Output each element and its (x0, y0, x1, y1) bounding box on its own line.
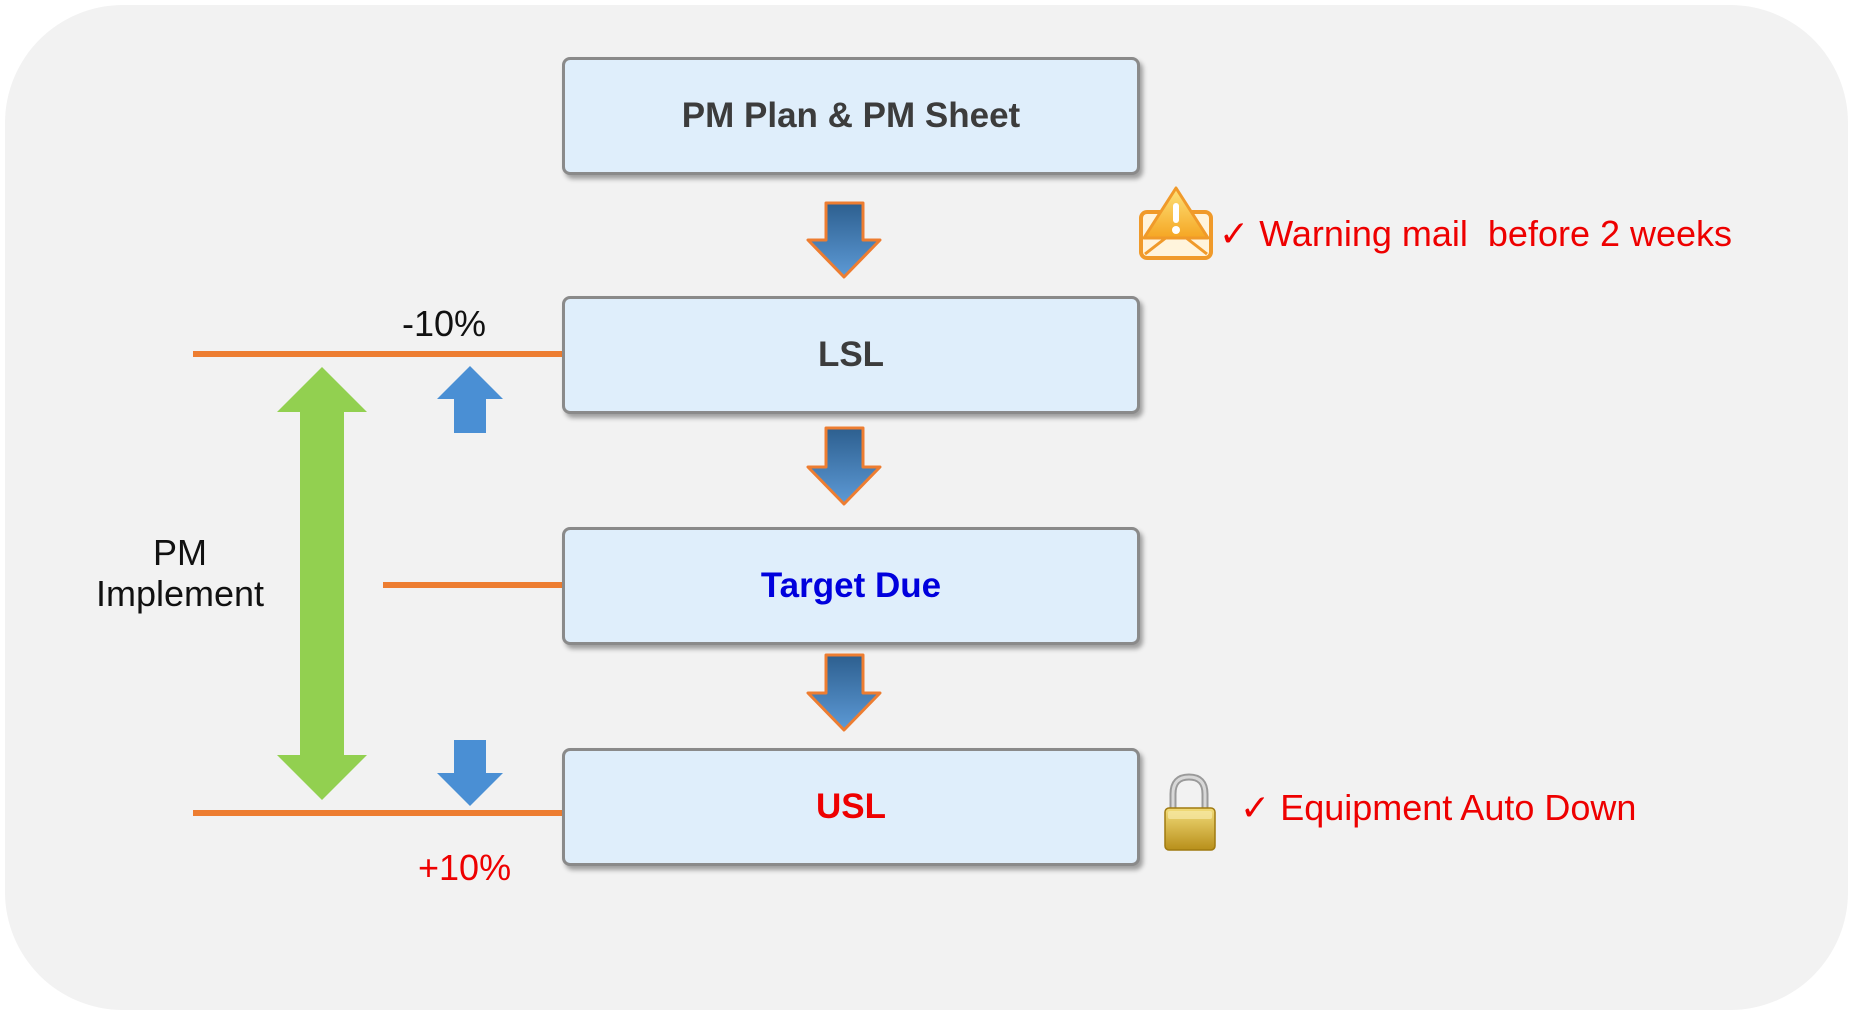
flow-arrow-3 (806, 653, 882, 732)
warning-note: ✓ Warning mail before 2 weeks (1219, 213, 1732, 254)
flow-arrow-2 (806, 426, 882, 506)
pm-implement-line1: PM (153, 532, 207, 573)
pm-plan-box: PM Plan & PM Sheet (562, 57, 1140, 175)
usl-label: USL (816, 787, 886, 826)
auto-down-note: ✓ Equipment Auto Down (1240, 787, 1636, 828)
pm-implement-double-arrow (277, 367, 367, 800)
warning-check-mark: ✓ (1219, 213, 1250, 254)
warning-note-text: Warning mail before 2 weeks (1259, 213, 1733, 254)
small-down-arrow (437, 740, 503, 806)
flow-arrow-1 (806, 201, 882, 279)
usl-box: USL (562, 748, 1140, 866)
pm-implement-line2: Implement (95, 573, 265, 615)
lsl-box: LSL (562, 296, 1140, 414)
pm-implement-label: PM Implement (80, 532, 280, 615)
warning-mail-icon (1139, 186, 1213, 260)
target-due-label: Target Due (760, 566, 942, 605)
padlock-icon (1164, 773, 1216, 851)
auto-down-note-text: Equipment Auto Down (1280, 787, 1637, 828)
lsl-label: LSL (817, 335, 885, 374)
pm-plan-label: PM Plan & PM Sheet (681, 96, 1021, 135)
minus-percent-label: -10% (402, 303, 487, 344)
small-up-arrow (437, 366, 503, 433)
auto-down-check-mark: ✓ (1240, 787, 1271, 828)
target-due-box: Target Due (562, 527, 1140, 645)
plus-percent-label: +10% (418, 847, 512, 888)
